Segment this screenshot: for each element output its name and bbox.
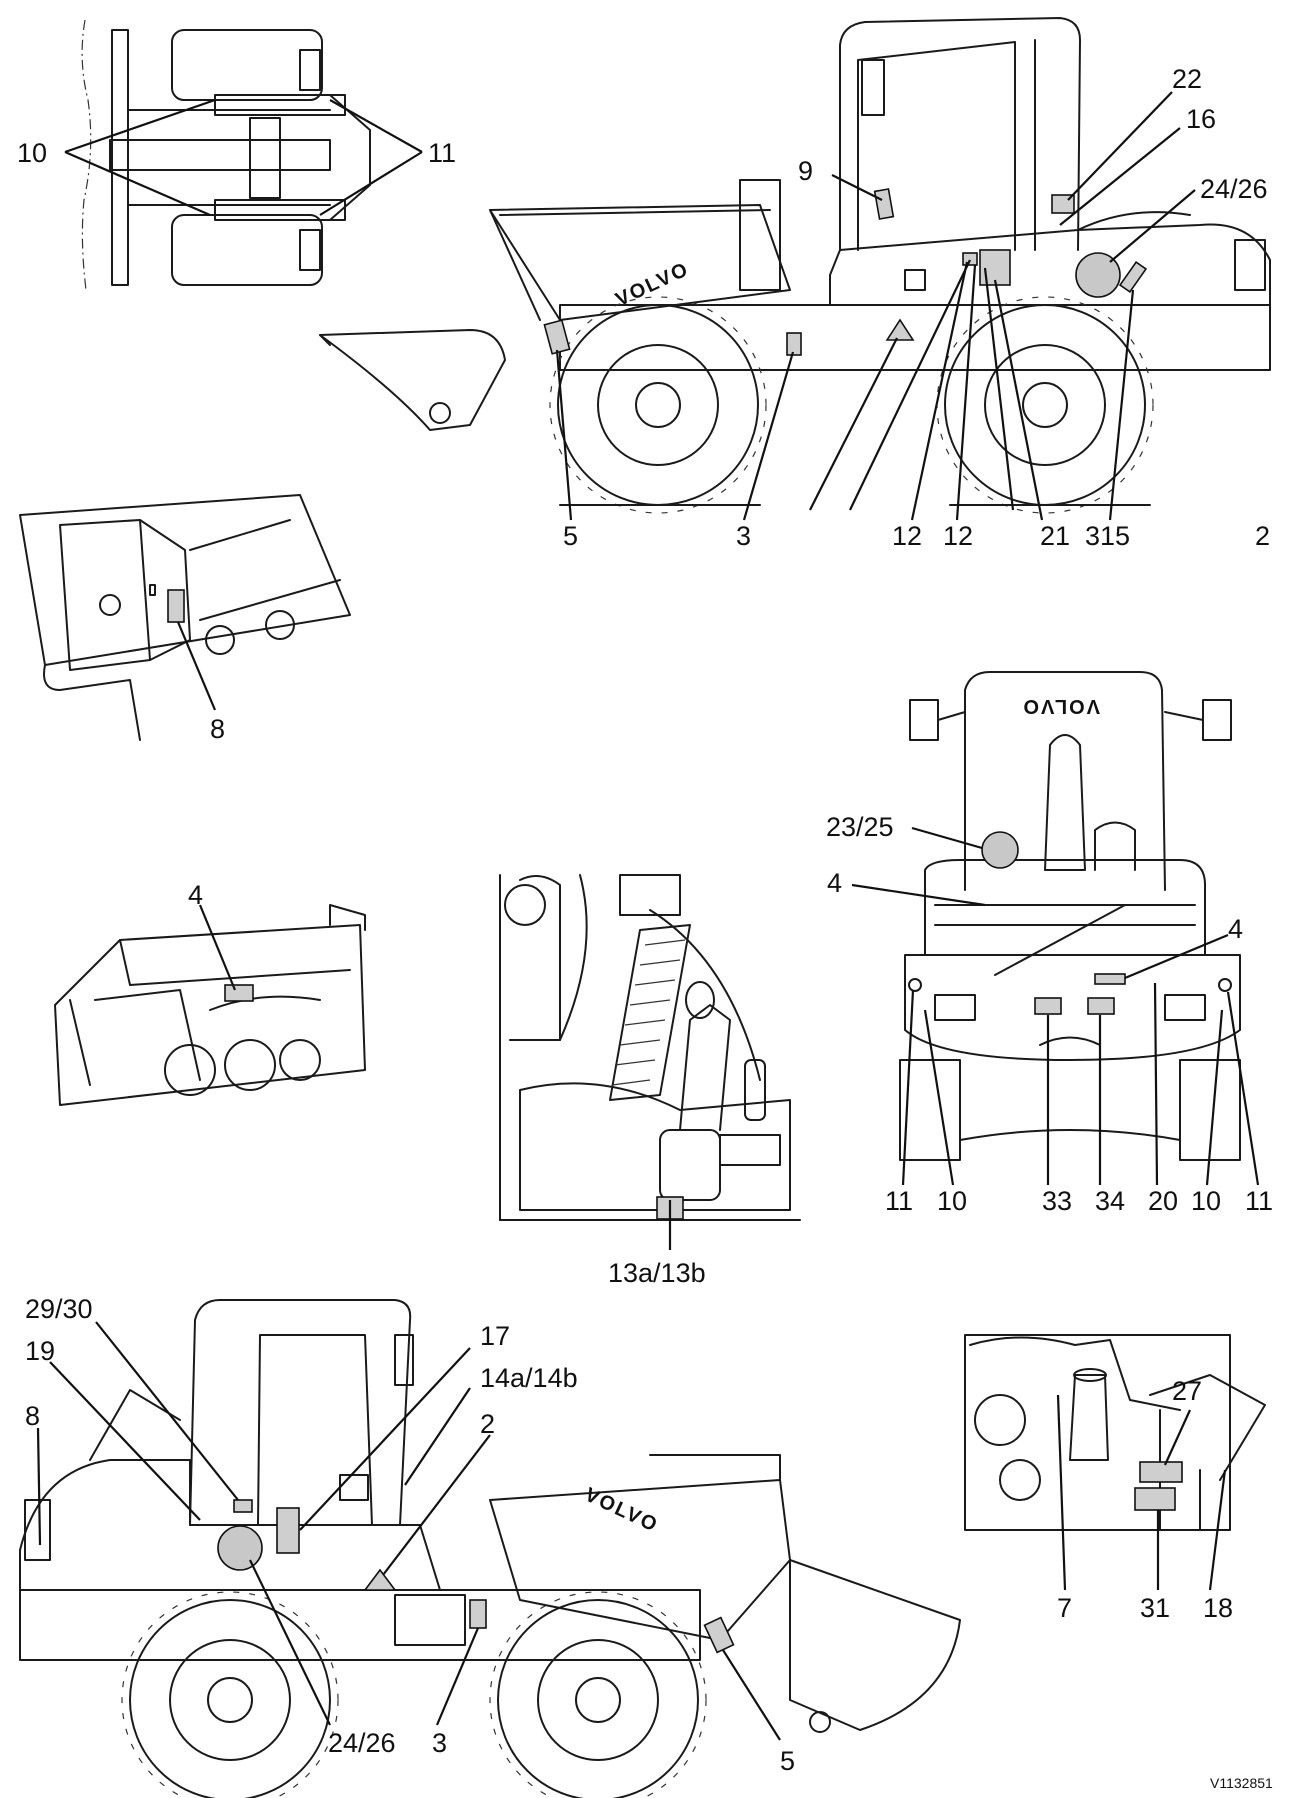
label-3-15: 315 [1085,521,1130,551]
label-2-rear: 2 [480,1409,495,1439]
decal-4-detail [224,984,254,1002]
decal-24-26 [1075,252,1121,298]
leader-lines-overhead [64,98,423,217]
engine-detail-view [964,1334,1266,1591]
label-3-side: 3 [736,521,751,551]
label-10-front-b: 10 [1191,1186,1221,1216]
label-33: 33 [1042,1186,1072,1216]
front-right-mirror [1202,699,1232,741]
label-24-26-rear: 24/26 [328,1728,396,1758]
label-17: 17 [480,1321,510,1351]
label-8-rear: 8 [25,1401,40,1431]
label-11-front-a: 11 [885,1186,913,1216]
decal-29-30 [233,1499,253,1513]
leader-lines-side [555,91,1196,521]
label-9: 9 [798,156,813,186]
label-2-side: 2 [1255,521,1270,551]
label-20: 20 [1148,1186,1178,1216]
label-11-front-b: 11 [1245,1186,1273,1216]
label-13a-13b: 13a/13b [608,1258,706,1288]
label-14a-14b: 14a/14b [480,1363,578,1393]
decal-15 [1118,260,1148,294]
label-31: 31 [1140,1593,1170,1623]
label-8-detail: 8 [210,714,225,744]
volvo-logo-front: VOLVO [1021,695,1100,717]
decal-31 [1134,1487,1176,1511]
decal-9 [873,188,895,220]
label-4-front-b: 4 [1228,914,1243,944]
decal-12 [962,252,978,266]
label-21: 21 [1040,521,1070,551]
decal-27 [1139,1461,1183,1483]
label-4-detail: 4 [188,880,203,910]
volvo-logo-side: VOLVO [612,258,692,311]
leader-lines-front [851,826,1260,1186]
label-11-overhead: 11 [428,138,456,168]
decal-3 [786,332,802,356]
detail-8-view [19,494,351,741]
label-5-rear: 5 [780,1746,795,1776]
label-3-rear: 3 [432,1728,447,1758]
label-5-side: 5 [563,521,578,551]
decal-4-front [1094,973,1126,985]
label-27: 27 [1172,1376,1202,1406]
label-10-overhead: 10 [17,138,47,168]
leader-lines-rear [36,1321,781,1741]
callout-labels: 10 11 22 16 9 24/26 5 3 12 12 21 315 2 8… [17,64,1273,1791]
front-left-mirror [909,699,939,741]
label-12a: 12 [892,521,922,551]
overhead-view [81,19,371,291]
decal-33 [1034,997,1062,1015]
label-7: 7 [1057,1593,1072,1623]
cab-interior-view [499,874,801,1250]
decal-23-25 [981,831,1019,869]
front-right-light [1164,994,1206,1021]
decal-5-rear [703,1616,735,1654]
decal-24-26-rear [217,1525,263,1571]
decal-8-detail [167,589,185,623]
label-18: 18 [1203,1593,1233,1623]
front-left-light [934,994,976,1021]
label-16: 16 [1186,104,1216,134]
decal-34 [1087,997,1115,1015]
label-22: 22 [1172,64,1202,94]
label-19: 19 [25,1336,55,1366]
side-view-loader: VOLVO [319,17,1271,514]
label-34: 34 [1095,1186,1125,1216]
label-29-30: 29/30 [25,1294,93,1324]
label-4-front-a: 4 [827,868,842,898]
decal-21 [979,249,1011,286]
decal-warning-triangle [885,318,915,341]
detail-4-view [54,904,366,1106]
decal-5 [543,319,571,355]
label-12b: 12 [943,521,973,551]
decal-3-rear [469,1599,487,1629]
drawing-code: V1132851 [1210,1775,1273,1791]
label-10-front-a: 10 [937,1186,967,1216]
front-view-loader: VOLVO [899,671,1241,1161]
label-23-25: 23/25 [826,812,894,842]
label-24-26-side: 24/26 [1200,174,1268,204]
rear-side-view-loader: VOLVO [19,1299,961,1798]
decal-2-triangle [363,1568,397,1591]
decal-17 [276,1507,300,1554]
